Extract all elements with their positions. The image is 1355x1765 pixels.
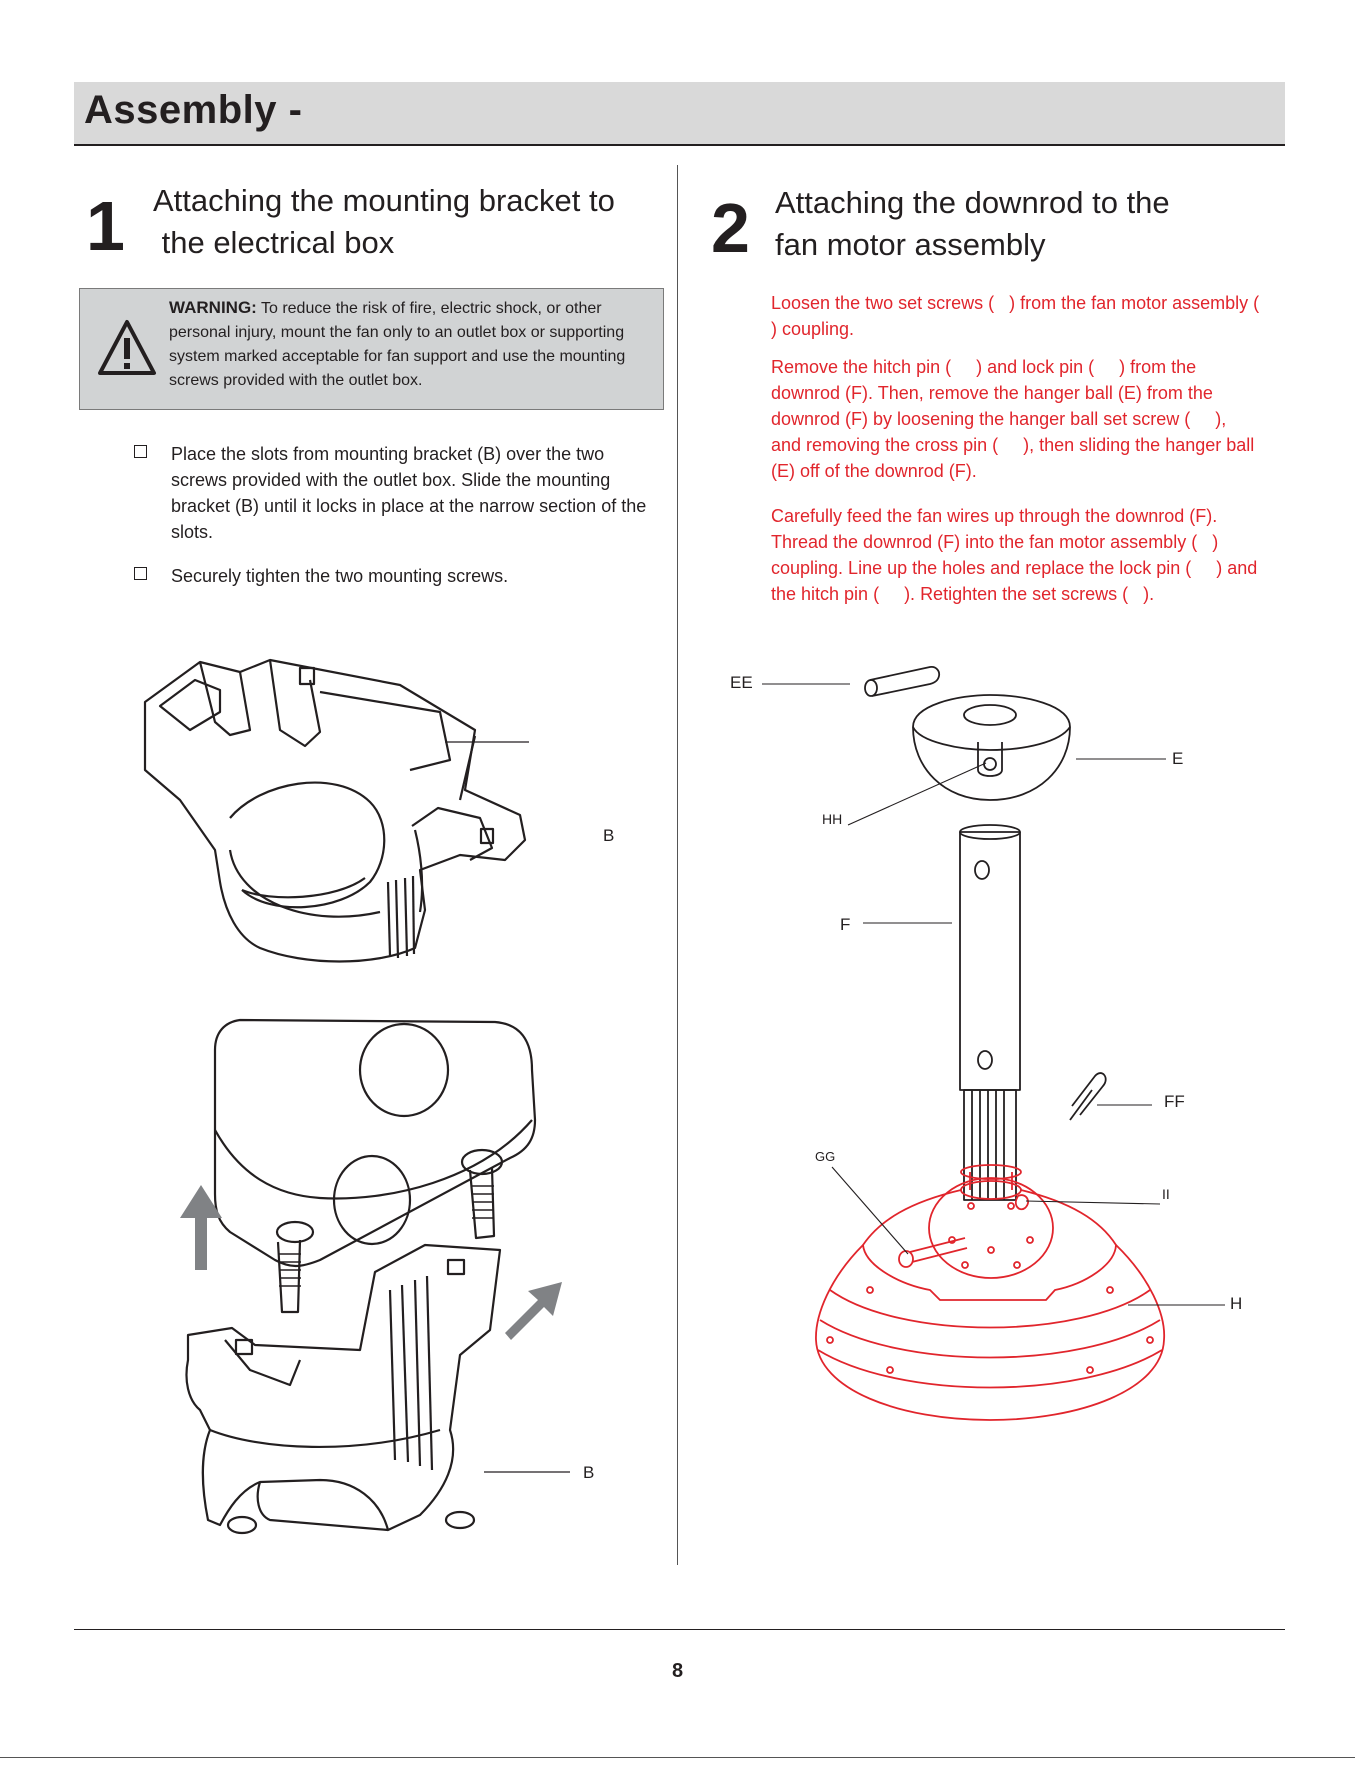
label-gg: GG bbox=[815, 1149, 836, 1164]
step-1-title: Attaching the mounting bracket to the el… bbox=[153, 180, 673, 264]
downrod-assembly-illustration bbox=[762, 665, 1225, 1421]
page-number: 8 bbox=[671, 1660, 684, 1682]
checkbox-bullet-2 bbox=[134, 567, 147, 580]
step-2-paragraph-2: Remove the hitch pin ( ) and lock pin ( … bbox=[771, 357, 1260, 481]
label-ff: FF bbox=[1164, 1092, 1185, 1111]
warning-body: To reduce the risk of fire, electric sho… bbox=[169, 300, 626, 389]
warning-text: WARNING: To reduce the risk of fire, ele… bbox=[169, 296, 659, 393]
label-ii: II bbox=[1162, 1186, 1170, 1202]
section-header-bar bbox=[74, 82, 1285, 146]
mounting-bracket-illustration bbox=[143, 658, 529, 963]
bottom-rule bbox=[0, 1757, 1355, 1758]
step-2-paragraph-3: Carefully feed the fan wires up through … bbox=[771, 506, 1263, 604]
column-divider bbox=[677, 165, 678, 1565]
label-b-bottom: B bbox=[583, 1463, 595, 1482]
step-2-paragraph-1: Loosen the two set screws ( ) from the f… bbox=[771, 293, 1275, 339]
step-2-title: Attaching the downrod to the fan motor a… bbox=[775, 182, 1275, 266]
checkbox-bullet-1 bbox=[134, 445, 147, 458]
step-1-number: 1 bbox=[86, 187, 125, 265]
label-f: F bbox=[840, 915, 851, 934]
page-title: Assembly - bbox=[84, 88, 303, 132]
label-e: E bbox=[1172, 749, 1184, 768]
label-hh: HH bbox=[822, 811, 843, 827]
warning-label: WARNING: bbox=[169, 298, 257, 317]
label-b-top: B bbox=[603, 826, 615, 845]
step-2-title-line-2: fan motor assembly bbox=[775, 227, 1046, 262]
warning-box bbox=[79, 288, 664, 410]
step-2-number: 2 bbox=[711, 189, 750, 267]
step-1-title-line-1: Attaching the mounting bracket to bbox=[153, 183, 615, 218]
step-1-title-line-2: the electrical box bbox=[153, 225, 395, 260]
step-1-instruction-1: Place the slots from mounting bracket (B… bbox=[171, 444, 647, 542]
label-h: H bbox=[1230, 1294, 1243, 1313]
label-ee: EE bbox=[730, 673, 753, 692]
step-2-title-line-1: Attaching the downrod to the bbox=[775, 185, 1170, 220]
warning-triangle-icon bbox=[98, 320, 156, 375]
step-1-instruction-2: Securely tighten the two mounting screws… bbox=[171, 566, 509, 586]
outlet-box-illustration bbox=[180, 1018, 570, 1535]
footer-rule bbox=[74, 1629, 1285, 1630]
